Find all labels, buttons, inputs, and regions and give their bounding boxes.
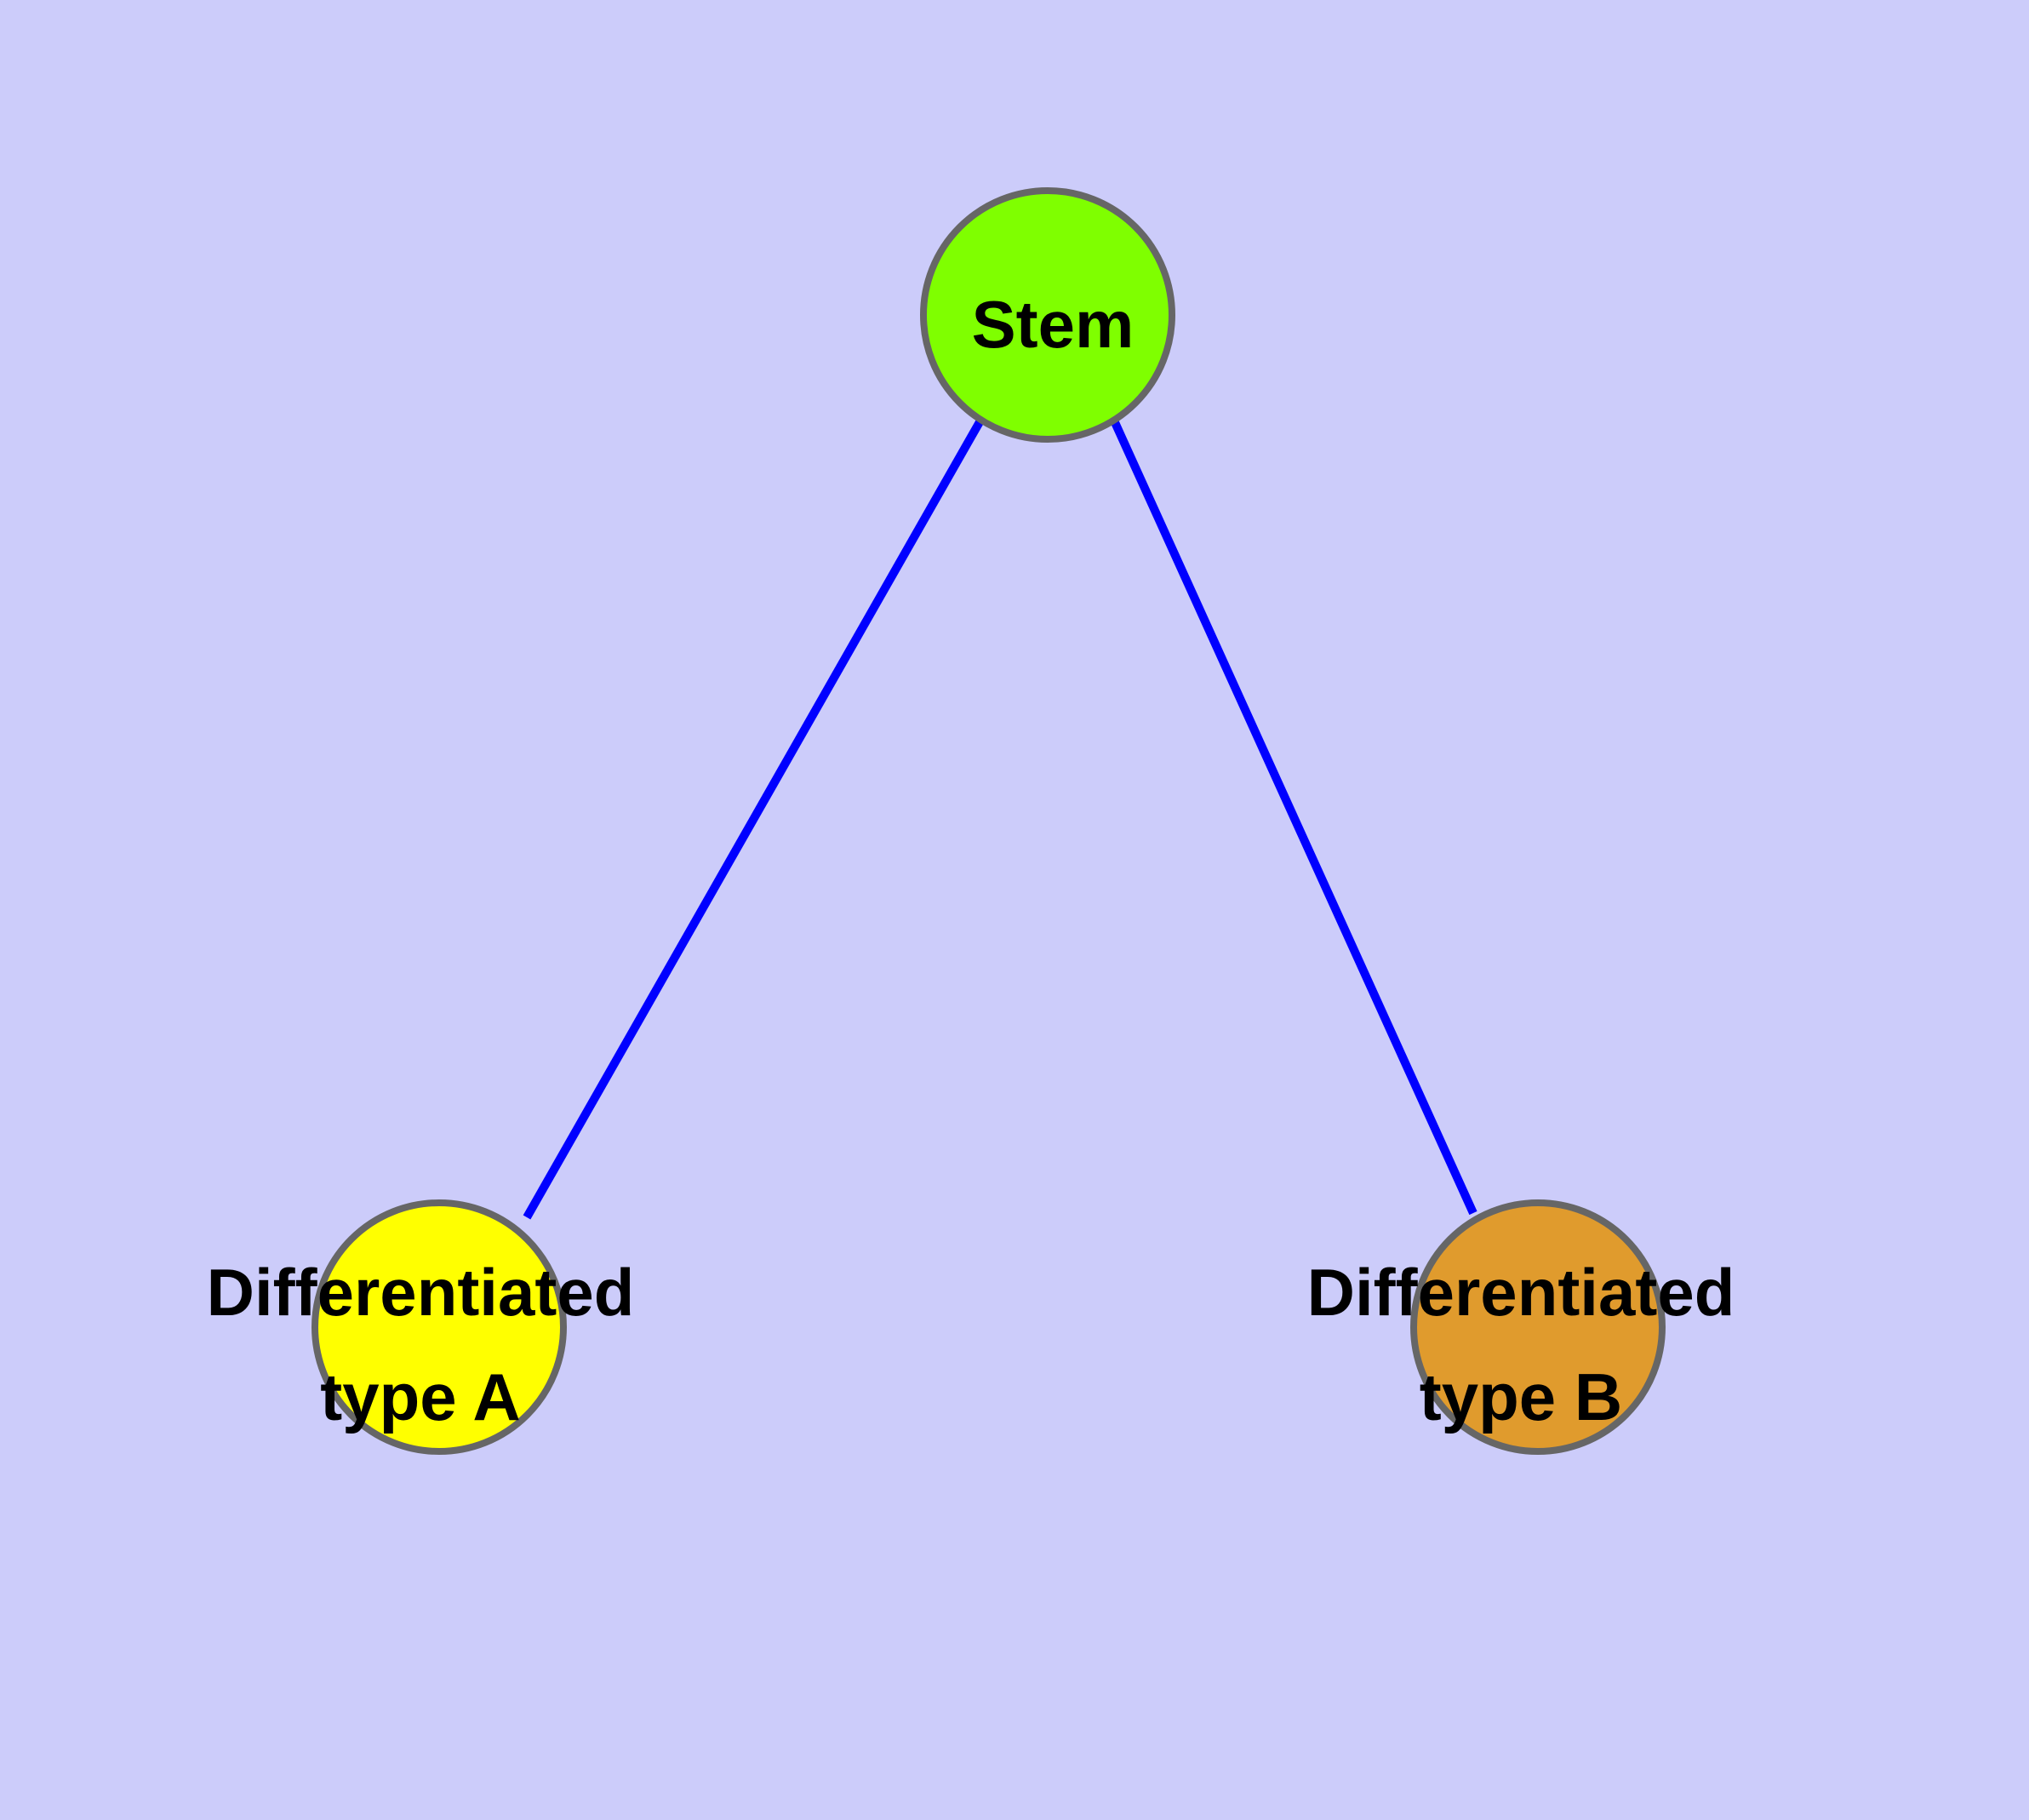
- node-differentiated-type-a-circle[interactable]: [311, 1199, 567, 1455]
- edge-stem-to-differentiated-type-a[interactable]: [523, 418, 985, 1220]
- edges-layer: [523, 418, 1477, 1220]
- node-stem-label-line1: Stem: [972, 287, 1135, 362]
- node-differentiated-type-a-label-line2: type A: [320, 1359, 521, 1434]
- node-differentiated-type-b-label-line1: Differentiated: [1307, 1255, 1735, 1330]
- node-stem[interactable]: [920, 187, 1175, 443]
- node-differentiated-type-b-label-line2: type B: [1420, 1359, 1622, 1434]
- labels-layer: Stem Differentiated type A Differentiate…: [207, 287, 1735, 1434]
- node-differentiated-type-b-circle[interactable]: [1410, 1199, 1666, 1455]
- node-differentiated-type-a-label-line1: Differentiated: [207, 1255, 635, 1330]
- nodes-layer: [311, 187, 1666, 1455]
- node-differentiated-type-b[interactable]: [1410, 1199, 1666, 1455]
- edge-stem-to-differentiated-type-b[interactable]: [1110, 418, 1477, 1216]
- node-stem-circle[interactable]: [920, 187, 1175, 443]
- node-differentiated-type-a[interactable]: [311, 1199, 567, 1455]
